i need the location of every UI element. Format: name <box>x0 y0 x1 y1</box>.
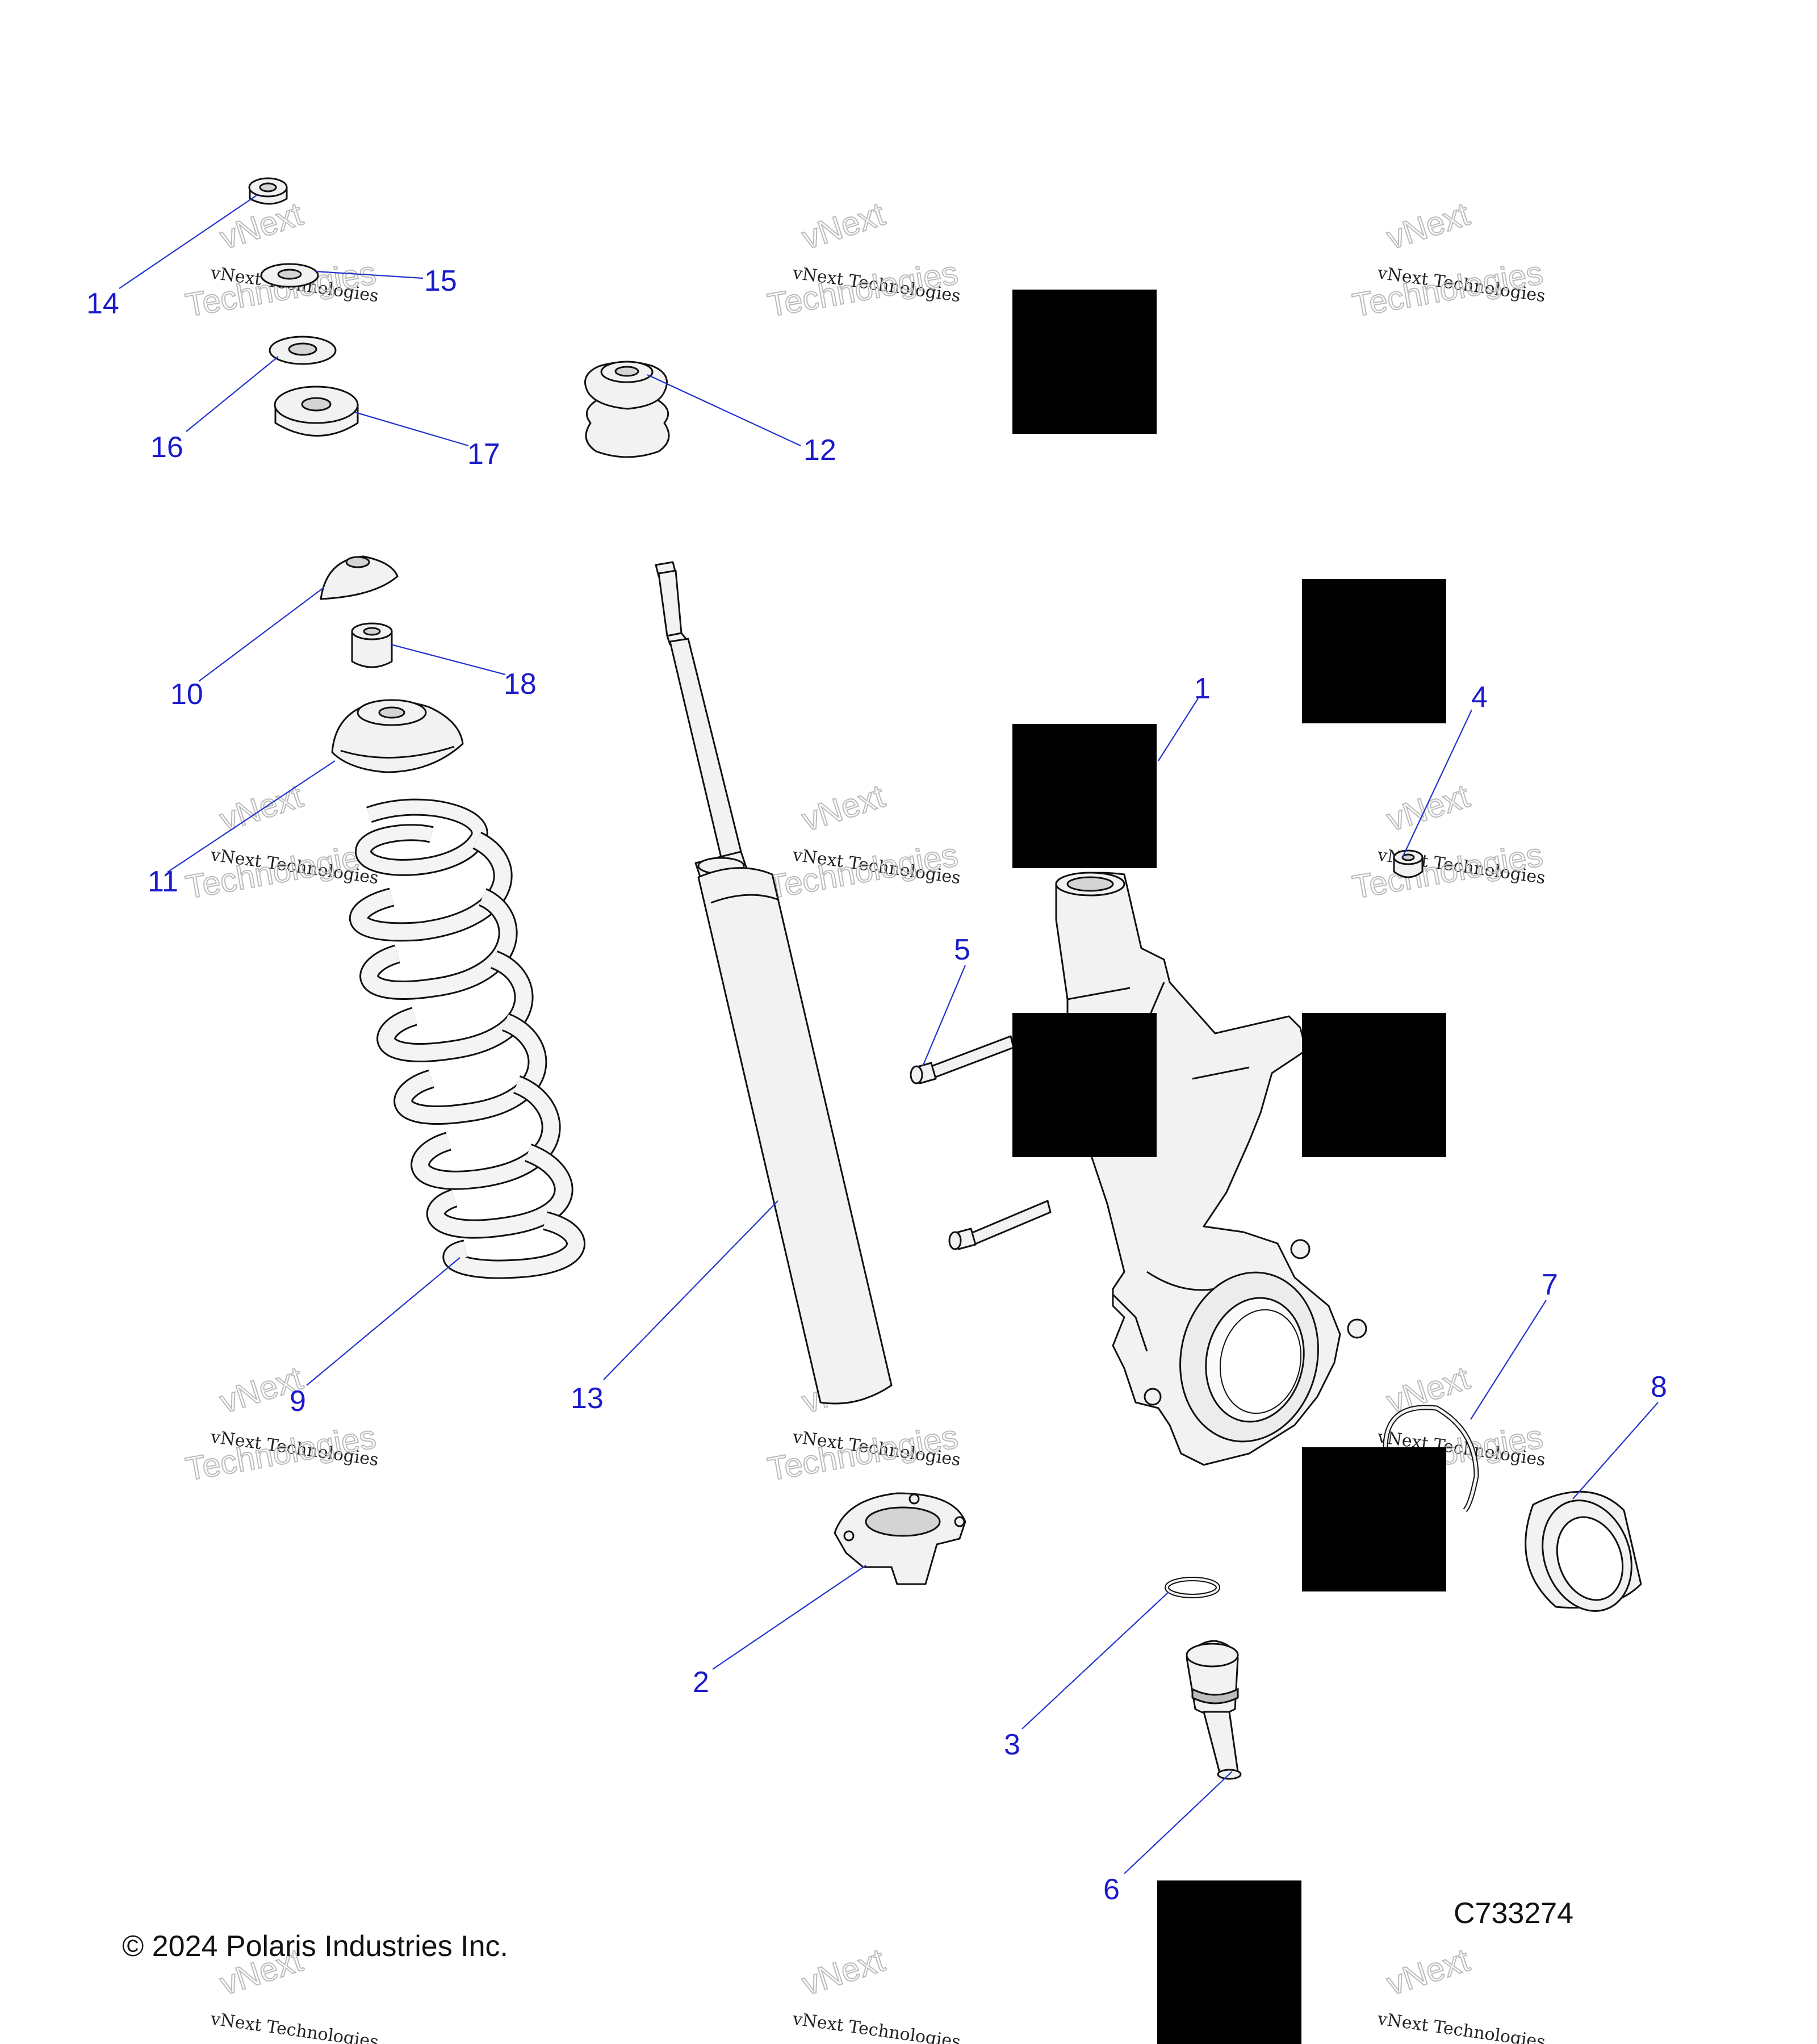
callout-7: 7 <box>1542 1268 1558 1301</box>
part-13-strut <box>655 561 893 1405</box>
callouts: 1 2 3 4 5 6 7 8 9 10 11 12 13 14 15 16 1… <box>86 265 1667 1906</box>
callout-2: 2 <box>693 1666 709 1699</box>
callout-6: 6 <box>1103 1873 1120 1906</box>
part-7-snap-ring <box>1383 1405 1479 1513</box>
redactions <box>1012 290 1446 2044</box>
spring-coils <box>349 831 585 1279</box>
redaction-box <box>1012 724 1157 868</box>
callout-10: 10 <box>170 678 203 711</box>
part-5-bolt-upper <box>910 1035 1015 1084</box>
part-5-bolt-lower <box>948 1200 1052 1250</box>
redaction-box <box>1157 1880 1301 2044</box>
part-15-washer <box>260 263 319 288</box>
part-17-mount <box>274 386 359 437</box>
part-1-knuckle <box>1055 872 1367 1466</box>
part-14-nut <box>248 177 288 205</box>
callout-12: 12 <box>803 434 836 467</box>
callout-8: 8 <box>1651 1371 1667 1404</box>
watermark: vNext vNext Technologies <box>791 1941 962 2044</box>
part-10-cap <box>320 555 399 600</box>
part-12-bump-stop <box>584 361 670 458</box>
callout-11: 11 <box>148 865 178 898</box>
redaction-box <box>1302 1447 1446 1591</box>
part-3-circlip <box>1165 1577 1220 1598</box>
part-16-washer <box>269 336 337 365</box>
hub-bore <box>1179 1271 1319 1443</box>
callout-16: 16 <box>150 431 183 464</box>
svg-text:vNext: vNext <box>1383 777 1474 839</box>
svg-text:vNext: vNext <box>216 195 307 257</box>
svg-text:vNext: vNext <box>798 1941 889 2003</box>
part-11-spring-seat <box>331 699 464 773</box>
watermark: vNext vNext Technologies <box>1376 1941 1547 2044</box>
part-4-nut <box>1393 849 1424 878</box>
callout-3: 3 <box>1004 1728 1020 1761</box>
svg-text:vNext Technologies: vNext Technologies <box>791 2009 962 2044</box>
callout-17: 17 <box>467 438 500 471</box>
svg-text:vNext Technologies: vNext Technologies <box>1376 2009 1547 2044</box>
redaction-box <box>1012 290 1157 434</box>
part-6-ball-joint <box>1186 1640 1242 1780</box>
callout-15: 15 <box>424 265 457 298</box>
part-9-coil-spring <box>349 798 585 1279</box>
part-2-dust-shield <box>834 1492 966 1585</box>
redaction-box <box>1302 1013 1446 1157</box>
callout-5: 5 <box>954 933 970 966</box>
svg-text:vNext: vNext <box>1383 195 1474 257</box>
callout-18: 18 <box>504 668 537 701</box>
copyright-text: © 2024 Polaris Industries Inc. <box>122 1930 508 1963</box>
svg-text:vNext: vNext <box>1383 1941 1474 2003</box>
svg-text:vNext: vNext <box>216 777 307 839</box>
redaction-box <box>1012 1013 1157 1157</box>
part-18-nut <box>351 622 393 668</box>
callout-14: 14 <box>86 287 119 320</box>
drawing-id: C733274 <box>1454 1897 1574 1930</box>
part-8-bearing <box>1525 1490 1642 1612</box>
svg-text:vNext: vNext <box>1383 1359 1474 1421</box>
callout-1: 1 <box>1194 672 1211 705</box>
svg-text:vNext: vNext <box>798 195 889 257</box>
leader-lines <box>119 195 1659 1874</box>
callout-9: 9 <box>290 1385 306 1418</box>
callout-13: 13 <box>571 1382 604 1415</box>
redaction-box <box>1302 579 1446 723</box>
callout-4: 4 <box>1471 681 1488 714</box>
svg-text:vNext: vNext <box>798 777 889 839</box>
svg-text:vNext Technologies: vNext Technologies <box>209 2009 380 2044</box>
